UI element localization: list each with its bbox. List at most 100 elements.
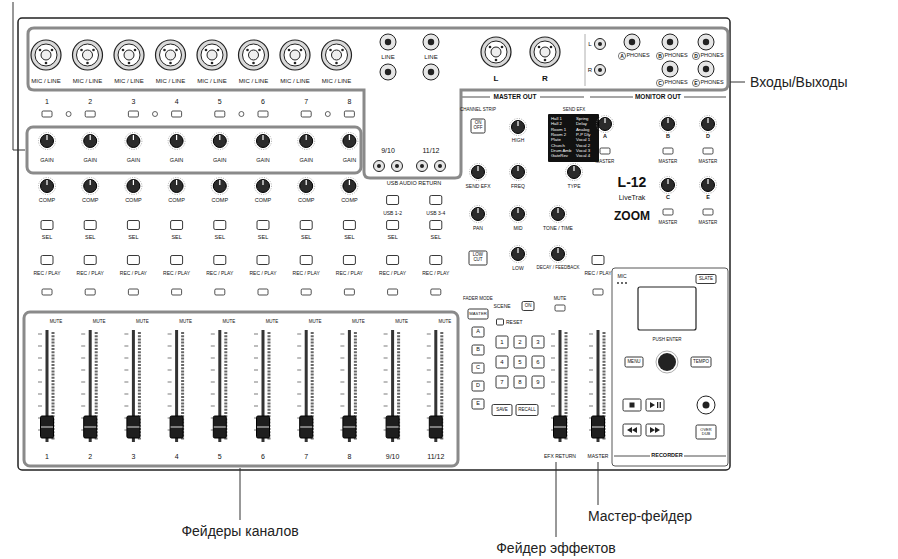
channel-number: 9/10 bbox=[381, 147, 395, 154]
phones-letter: E bbox=[694, 81, 697, 86]
knob-label: COMP bbox=[39, 198, 56, 204]
callout-label: Фейдер эффектов bbox=[496, 541, 616, 555]
channel-number: 5 bbox=[218, 98, 222, 105]
mute-label: MUTE bbox=[395, 320, 408, 325]
panel-shape bbox=[532, 336, 544, 348]
section-heading: MASTER OUT bbox=[494, 94, 537, 101]
panel-shape bbox=[662, 34, 678, 50]
mute-label: MUTE bbox=[266, 320, 279, 325]
panel-shape bbox=[598, 462, 599, 505]
panel-shape bbox=[625, 357, 643, 367]
button-label: LOW CUT bbox=[471, 253, 485, 262]
channel-strips bbox=[38, 111, 442, 442]
button-label: MASTER bbox=[699, 160, 718, 165]
panel-shape bbox=[468, 309, 488, 319]
button-label: REC / PLAY bbox=[293, 271, 320, 276]
master-section bbox=[462, 97, 605, 442]
panel-shape bbox=[566, 164, 583, 181]
panel-shape bbox=[684, 97, 726, 98]
fader-label: MASTER bbox=[588, 454, 609, 459]
button-label: SEL bbox=[42, 235, 52, 241]
section-label: MIC bbox=[617, 274, 626, 279]
panel-shape bbox=[472, 381, 484, 391]
channel-number: 8 bbox=[347, 453, 351, 460]
panel-shape bbox=[427, 196, 443, 443]
panel-shape bbox=[31, 40, 61, 70]
knob-label: COMP bbox=[341, 198, 358, 204]
button-label: SLATE bbox=[699, 277, 713, 282]
panel-shape bbox=[662, 61, 678, 77]
panel-shape bbox=[153, 112, 158, 117]
button-label: 8 bbox=[518, 379, 521, 385]
jack-label: LINE bbox=[424, 54, 437, 60]
jack-label: MIC / LINE bbox=[280, 78, 309, 84]
channel-number: 7 bbox=[304, 98, 308, 105]
channel-number: 4 bbox=[175, 98, 179, 105]
phones-label: PHONES bbox=[700, 80, 723, 86]
panel-shape bbox=[698, 34, 714, 50]
panel-shape bbox=[297, 111, 315, 442]
knob-label: GAIN bbox=[343, 158, 356, 164]
panel-shape bbox=[322, 40, 352, 70]
effect-name: Analog bbox=[576, 127, 589, 131]
panel-shape bbox=[66, 112, 71, 117]
section-label: USB AUDIO RETURN bbox=[387, 181, 441, 187]
mute-label: MUTE bbox=[438, 320, 451, 325]
model-logo: LiveTrak bbox=[619, 194, 646, 201]
panel-shape bbox=[496, 336, 508, 348]
button-label: SAVE bbox=[496, 408, 508, 413]
knob-label: TONE / TIME bbox=[543, 226, 573, 231]
panel-shape bbox=[623, 399, 641, 411]
panel-shape bbox=[625, 282, 627, 284]
panel-shape bbox=[703, 402, 710, 409]
panel-shape bbox=[589, 330, 605, 442]
button-label: MASTER bbox=[659, 160, 678, 165]
button-label: 2 bbox=[518, 339, 521, 345]
panel-shape bbox=[435, 161, 446, 172]
channel-number: 4 bbox=[175, 453, 179, 460]
panel-shape bbox=[592, 256, 604, 265]
output-label: R bbox=[542, 75, 548, 83]
panel-shape bbox=[239, 112, 244, 117]
button-label: USB 3-4 bbox=[426, 211, 445, 216]
jack-label: LINE bbox=[381, 54, 394, 60]
section-heading: MONITOR OUT bbox=[635, 94, 681, 101]
panel-shape bbox=[656, 351, 678, 373]
panel-shape bbox=[510, 246, 527, 263]
mute-label: MUTE bbox=[179, 320, 192, 325]
channel-number: 2 bbox=[88, 98, 92, 105]
panel-shape bbox=[472, 363, 484, 373]
panel-shape bbox=[700, 116, 717, 133]
panel-shape bbox=[510, 206, 527, 223]
knob-label: PAN bbox=[473, 226, 483, 231]
button-label: 9 bbox=[536, 379, 539, 385]
button-label: SEL bbox=[85, 235, 95, 241]
knob-label: B bbox=[666, 134, 670, 140]
button-label: REC / PLAY bbox=[336, 271, 363, 276]
effect-name: Vocal 2 bbox=[576, 143, 590, 147]
jack-label: MIC / LINE bbox=[197, 78, 226, 84]
section-label: RECORDER bbox=[651, 453, 682, 459]
panel-shape bbox=[497, 319, 504, 325]
recorder-section bbox=[612, 268, 728, 466]
panel-shape bbox=[114, 40, 144, 70]
button-label: SEL bbox=[215, 235, 225, 241]
effect-name: Vocal 1 bbox=[576, 138, 590, 142]
panel-shape bbox=[548, 114, 599, 162]
knob-label: FREQ bbox=[511, 184, 525, 189]
panel-shape bbox=[240, 468, 241, 520]
button-label: SEL bbox=[258, 235, 268, 241]
button-label: SEL bbox=[431, 235, 441, 241]
callout-label: Входы/Выходы bbox=[750, 75, 848, 89]
panel-shape bbox=[516, 405, 538, 416]
channel-number: 6 bbox=[261, 98, 265, 105]
panel-shape bbox=[380, 64, 396, 80]
panel-shape bbox=[417, 161, 428, 172]
panel-shape bbox=[514, 336, 526, 348]
channel-number: 5 bbox=[218, 453, 222, 460]
panel-shape bbox=[590, 97, 633, 98]
panel-shape bbox=[650, 427, 660, 433]
panel-shape bbox=[630, 403, 635, 408]
button-label: REC / PLAY bbox=[33, 271, 60, 276]
